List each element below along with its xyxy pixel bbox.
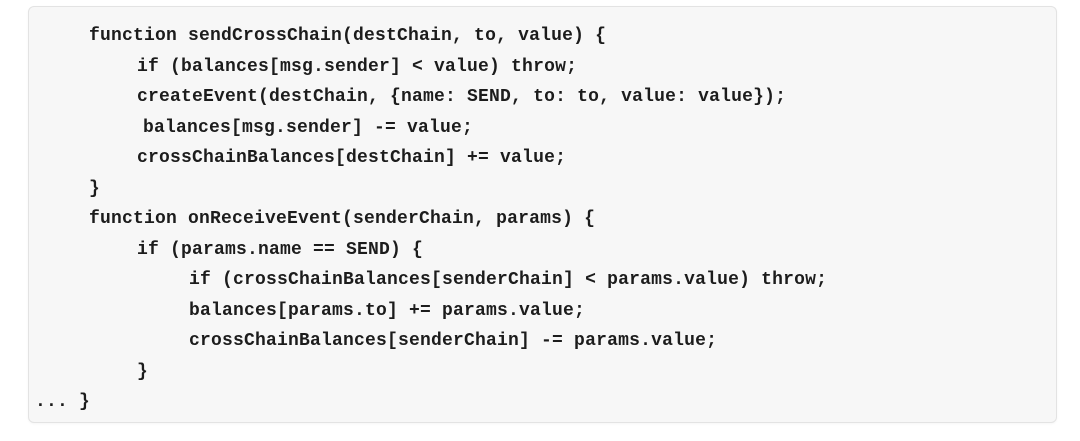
code-line: if (balances[msg.sender] < value) throw; [137,56,578,77]
code-line: balances[params.to] += params.value; [189,300,586,321]
code-line: balances[msg.sender] -= value; [143,117,474,138]
code-line: ... } [35,392,91,412]
code-line: } [137,361,149,382]
code-line: crossChainBalances[destChain] += value; [137,148,567,168]
code-line: createEvent(destChain, {name: SEND, to: … [137,87,787,107]
code-line: crossChainBalances[senderChain] -= param… [189,331,718,351]
code-listing: function sendCrossChain(destChain, to, v… [29,7,1056,418]
code-line: if (crossChainBalances[senderChain] < pa… [189,270,828,290]
code-panel: function sendCrossChain(destChain, to, v… [28,6,1057,423]
code-line: function sendCrossChain(destChain, to, v… [89,26,607,46]
code-line: function onReceiveEvent(senderChain, par… [89,209,596,229]
code-line: } [89,178,101,199]
code-line: if (params.name == SEND) { [137,239,424,260]
